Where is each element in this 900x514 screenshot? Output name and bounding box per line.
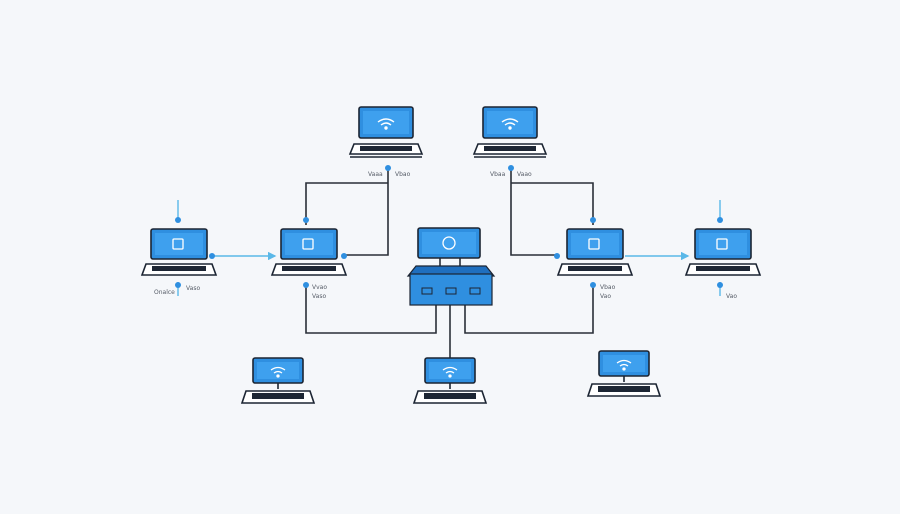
node-mid-right-bottom bbox=[590, 282, 596, 288]
label-top-right-a: Vbaa bbox=[490, 171, 506, 178]
square-icon bbox=[302, 238, 314, 250]
wire-mid-left-to-hub bbox=[305, 283, 437, 334]
label-far-left-bottom: Onalce bbox=[154, 289, 175, 296]
laptop-far-left[interactable] bbox=[140, 228, 218, 276]
square-icon bbox=[172, 238, 184, 250]
wire-mid-right-to-hub bbox=[464, 283, 594, 334]
network-switch-icon[interactable] bbox=[406, 265, 496, 306]
laptop-bottom-right[interactable] bbox=[586, 350, 662, 397]
label-top-right-b: Vaao bbox=[517, 171, 532, 178]
node-mid-right-left bbox=[554, 253, 560, 259]
laptop-far-right[interactable] bbox=[684, 228, 762, 276]
node-far-left-right bbox=[209, 253, 215, 259]
wires bbox=[305, 168, 594, 358]
label-top-left-a: Vaaa bbox=[368, 171, 383, 178]
wifi-icon bbox=[616, 359, 632, 371]
wire-top-left-corner bbox=[305, 182, 388, 225]
node-far-right-bottom bbox=[717, 282, 723, 288]
label-mid-left-bottom-b: Vaso bbox=[312, 293, 326, 300]
laptop-top-right[interactable] bbox=[472, 106, 548, 158]
square-icon bbox=[588, 238, 600, 250]
wire-top-right-corner bbox=[511, 182, 594, 225]
label-mid-left-bottom: Vvao bbox=[312, 284, 327, 291]
label-top-left-b: Vbao bbox=[395, 171, 411, 178]
label-far-left-bottom-b: Vaso bbox=[186, 285, 200, 292]
label-mid-right-bottom: Vbao bbox=[600, 284, 616, 291]
laptop-mid-left[interactable] bbox=[270, 228, 348, 276]
wifi-icon bbox=[270, 366, 286, 378]
laptop-mid-right[interactable] bbox=[556, 228, 634, 276]
wifi-icon bbox=[377, 118, 395, 130]
laptop-bottom-left[interactable] bbox=[240, 357, 316, 404]
label-mid-right-bottom-b: Vao bbox=[600, 293, 611, 300]
node-far-left-bottom bbox=[175, 282, 181, 288]
node-far-left-top bbox=[175, 217, 181, 223]
node-mid-left-right bbox=[341, 253, 347, 259]
node-far-right-top bbox=[717, 217, 723, 223]
node-mid-left-top bbox=[303, 217, 309, 223]
wifi-icon bbox=[442, 366, 458, 378]
circle-icon bbox=[442, 236, 456, 250]
wifi-icon bbox=[501, 118, 519, 130]
node-mid-right-top bbox=[590, 217, 596, 223]
monitor-center[interactable] bbox=[417, 227, 481, 259]
wire-top-left-to-mid-left bbox=[345, 168, 389, 256]
node-mid-left-bottom bbox=[303, 282, 309, 288]
wire-top-right-to-mid-right bbox=[510, 168, 557, 256]
laptop-bottom-center[interactable] bbox=[412, 357, 488, 404]
laptop-top-left[interactable] bbox=[348, 106, 424, 158]
node-top-left bbox=[385, 165, 391, 171]
square-icon bbox=[716, 238, 728, 250]
node-top-right bbox=[508, 165, 514, 171]
label-far-right-bottom: Vao bbox=[726, 293, 737, 300]
